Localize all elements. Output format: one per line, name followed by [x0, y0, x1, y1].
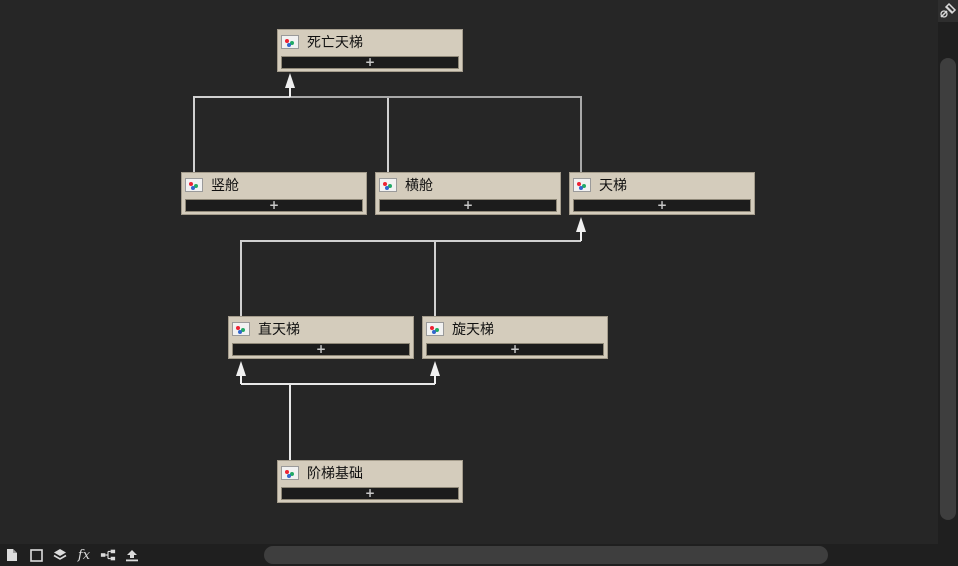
graph-node[interactable]: 直天梯 + — [228, 316, 414, 359]
arrowhead-zhitianti — [236, 361, 246, 376]
graph-node[interactable]: 阶梯基础 + — [277, 460, 463, 503]
arrowhead-xuantianti — [430, 361, 440, 376]
node-title: 阶梯基础 — [307, 466, 363, 482]
new-page-icon[interactable] — [4, 547, 20, 563]
pin-icon — [940, 2, 957, 18]
node-header[interactable]: 阶梯基础 — [278, 461, 462, 485]
node-type-icon — [232, 322, 250, 336]
node-title: 天梯 — [599, 178, 627, 194]
node-add-button[interactable]: + — [281, 487, 459, 500]
node-type-icon — [379, 178, 397, 192]
bottom-toolbar: fx — [0, 544, 159, 566]
node-add-button[interactable]: + — [573, 199, 751, 212]
node-graph-canvas[interactable]: 死亡天梯 + 竖舱 + 横舱 + 天梯 + 直天梯 + 旋天 — [0, 0, 938, 544]
graph-node[interactable]: 横舱 + — [375, 172, 561, 215]
graph-node[interactable]: 死亡天梯 + — [277, 29, 463, 72]
node-add-button[interactable]: + — [426, 343, 604, 356]
graph-node[interactable]: 旋天梯 + — [422, 316, 608, 359]
upload-icon[interactable] — [124, 547, 140, 563]
bottom-bar: fx — [0, 544, 938, 566]
node-type-icon — [573, 178, 591, 192]
node-type-icon — [185, 178, 203, 192]
vertical-scrollbar-thumb[interactable] — [940, 58, 956, 520]
graph-node[interactable]: 竖舱 + — [181, 172, 367, 215]
node-header[interactable]: 竖舱 — [182, 173, 366, 197]
node-add-button[interactable]: + — [379, 199, 557, 212]
node-add-button[interactable]: + — [185, 199, 363, 212]
vertical-scrollbar[interactable] — [938, 0, 958, 566]
arrowhead-siwangtianti — [285, 73, 295, 88]
graph-edges — [193, 73, 586, 460]
node-header[interactable]: 旋天梯 — [423, 317, 607, 341]
fx-icon[interactable]: fx — [77, 547, 91, 563]
node-header[interactable]: 天梯 — [570, 173, 754, 197]
node-add-button[interactable]: + — [281, 56, 459, 69]
node-title: 死亡天梯 — [307, 35, 363, 51]
node-header[interactable]: 横舱 — [376, 173, 560, 197]
node-type-icon — [426, 322, 444, 336]
edge-shucang-siwangtianti — [193, 96, 290, 172]
node-header[interactable]: 死亡天梯 — [278, 30, 462, 54]
node-title: 直天梯 — [258, 322, 300, 338]
layers-icon[interactable] — [52, 547, 68, 563]
horizontal-scrollbar-thumb[interactable] — [264, 546, 828, 564]
node-title: 旋天梯 — [452, 322, 494, 338]
edge-tianti-siwangtianti — [290, 96, 582, 172]
arrowhead-tianti — [576, 217, 586, 232]
node-type-icon — [281, 466, 299, 480]
node-add-button[interactable]: + — [232, 343, 410, 356]
square-icon[interactable] — [28, 547, 44, 563]
hierarchy-icon[interactable] — [100, 547, 116, 563]
node-type-icon — [281, 35, 299, 49]
graph-node[interactable]: 天梯 + — [569, 172, 755, 215]
edge-hengcang-siwangtianti — [290, 96, 389, 172]
node-header[interactable]: 直天梯 — [229, 317, 413, 341]
edge-zhitianti-tianti — [240, 240, 581, 316]
edge-jietijichu — [241, 383, 435, 460]
node-title: 横舱 — [405, 178, 433, 194]
pin-tool-button[interactable] — [938, 0, 958, 22]
node-title: 竖舱 — [211, 178, 239, 194]
